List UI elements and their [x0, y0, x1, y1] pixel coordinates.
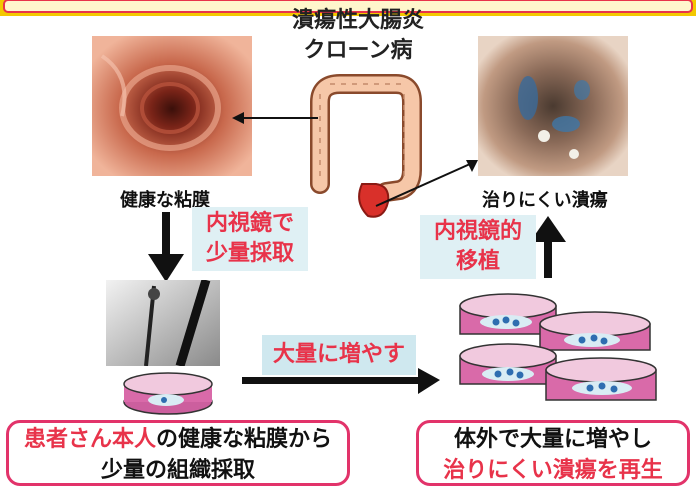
dish-bottom-right — [546, 358, 656, 400]
step-endoscope-transplant-line2: 移植 — [426, 247, 530, 277]
cultured-dish-stack — [454, 290, 664, 412]
step-endoscope-transplant-line1: 内視鏡的 — [426, 217, 530, 247]
bottom-left-line2: 少量の組織採取 — [9, 455, 347, 486]
dish-middle-left — [460, 344, 556, 384]
step-endoscope-sample-label: 内視鏡で 少量採取 — [192, 207, 308, 271]
small-petri-dish — [120, 370, 216, 416]
bottom-right-line1: 体外で大量に増やし — [419, 424, 687, 455]
bottom-left-card: 患者さん本人の健康な粘膜から 少量の組織採取 — [6, 420, 350, 486]
bottom-left-rest: の健康な粘膜から — [156, 427, 332, 452]
dish-top-right — [540, 312, 650, 350]
patient-self-text: 患者さん本人 — [24, 427, 156, 452]
arrow-to-ulcer-photo — [376, 160, 478, 206]
step-endoscope-sample-line2: 少量採取 — [198, 239, 302, 269]
bottom-right-card: 体外で大量に増やし 治りにくい潰瘍を再生 — [416, 420, 690, 486]
step-endoscope-sample-line1: 内視鏡で — [198, 209, 302, 239]
bottom-left-line1: 患者さん本人の健康な粘膜から — [9, 424, 347, 455]
down-arrow — [148, 212, 184, 282]
endoscope-photo — [106, 280, 220, 366]
step-endoscope-transplant-label: 内視鏡的 移植 — [420, 215, 536, 279]
step-amplify-label: 大量に増やす — [262, 335, 416, 375]
bottom-right-line2: 治りにくい潰瘍を再生 — [419, 455, 687, 486]
arrow-to-healthy-photo — [232, 112, 318, 124]
